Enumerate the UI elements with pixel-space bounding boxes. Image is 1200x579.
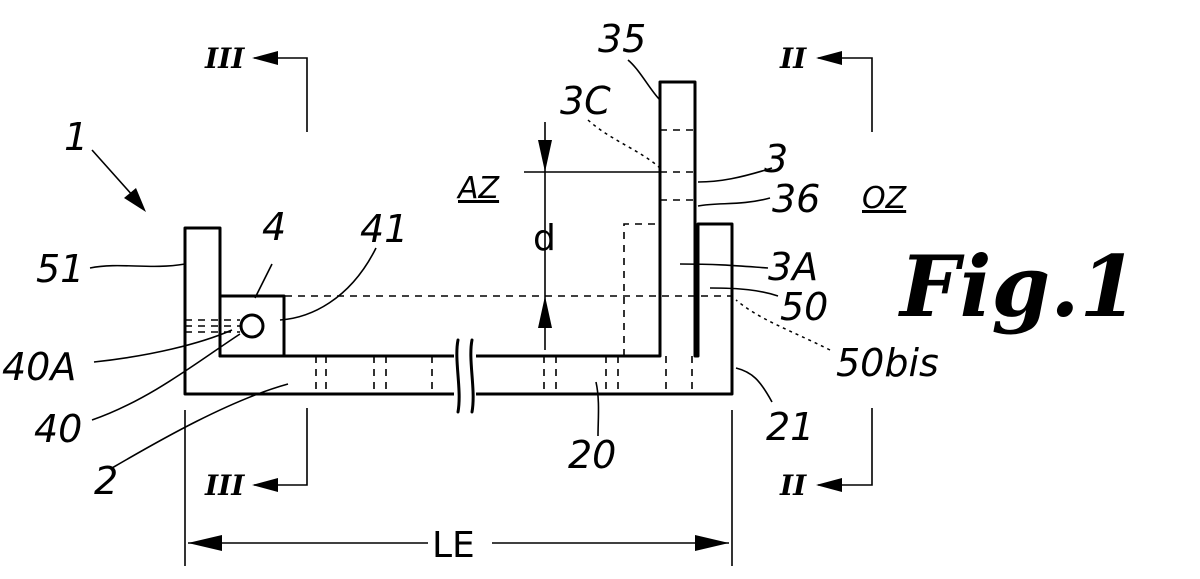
section-iii: III III bbox=[204, 42, 308, 502]
hole-41 bbox=[239, 313, 265, 339]
dimension-d: d bbox=[524, 122, 660, 350]
section-ii-bottom-label: II bbox=[779, 469, 807, 502]
hidden-lines bbox=[185, 129, 732, 394]
figure-title: Fig.1 bbox=[898, 237, 1138, 336]
dimension-le-label: LE bbox=[432, 525, 475, 566]
reference-3c-label: 3C bbox=[560, 79, 611, 123]
leader-lines bbox=[89, 59, 831, 469]
break-symbol bbox=[454, 336, 476, 414]
reference-2-label: 2 bbox=[94, 459, 118, 503]
dimension-le: LE bbox=[184, 410, 733, 566]
reference-1: 1 bbox=[64, 115, 146, 212]
section-iii-top-label: III bbox=[204, 42, 245, 75]
reference-1-label: 1 bbox=[64, 115, 88, 159]
section-iii-bottom-label: III bbox=[204, 469, 245, 502]
zone-az-label: AZ bbox=[456, 171, 501, 206]
reference-3-label: 3 bbox=[764, 137, 788, 181]
dimension-d-label: d bbox=[533, 218, 556, 259]
reference-41-label: 41 bbox=[360, 207, 408, 251]
reference-35-label: 35 bbox=[598, 17, 646, 61]
reference-21-label: 21 bbox=[766, 405, 814, 449]
reference-4-label: 4 bbox=[262, 205, 286, 249]
reference-50bis-label: 50bis bbox=[836, 341, 939, 385]
section-ii-top-label: II bbox=[779, 42, 807, 75]
reference-50-label: 50 bbox=[780, 285, 828, 329]
reference-3a-label: 3A bbox=[768, 245, 818, 289]
reference-51-label: 51 bbox=[36, 247, 84, 291]
reference-36-label: 36 bbox=[772, 177, 820, 221]
reference-20-label: 20 bbox=[568, 433, 616, 477]
zone-oz-label: OZ bbox=[862, 181, 908, 216]
section-ii: II II bbox=[779, 42, 873, 502]
reference-40-label: 40 bbox=[34, 407, 82, 451]
reference-40a-label: 40A bbox=[2, 345, 76, 389]
